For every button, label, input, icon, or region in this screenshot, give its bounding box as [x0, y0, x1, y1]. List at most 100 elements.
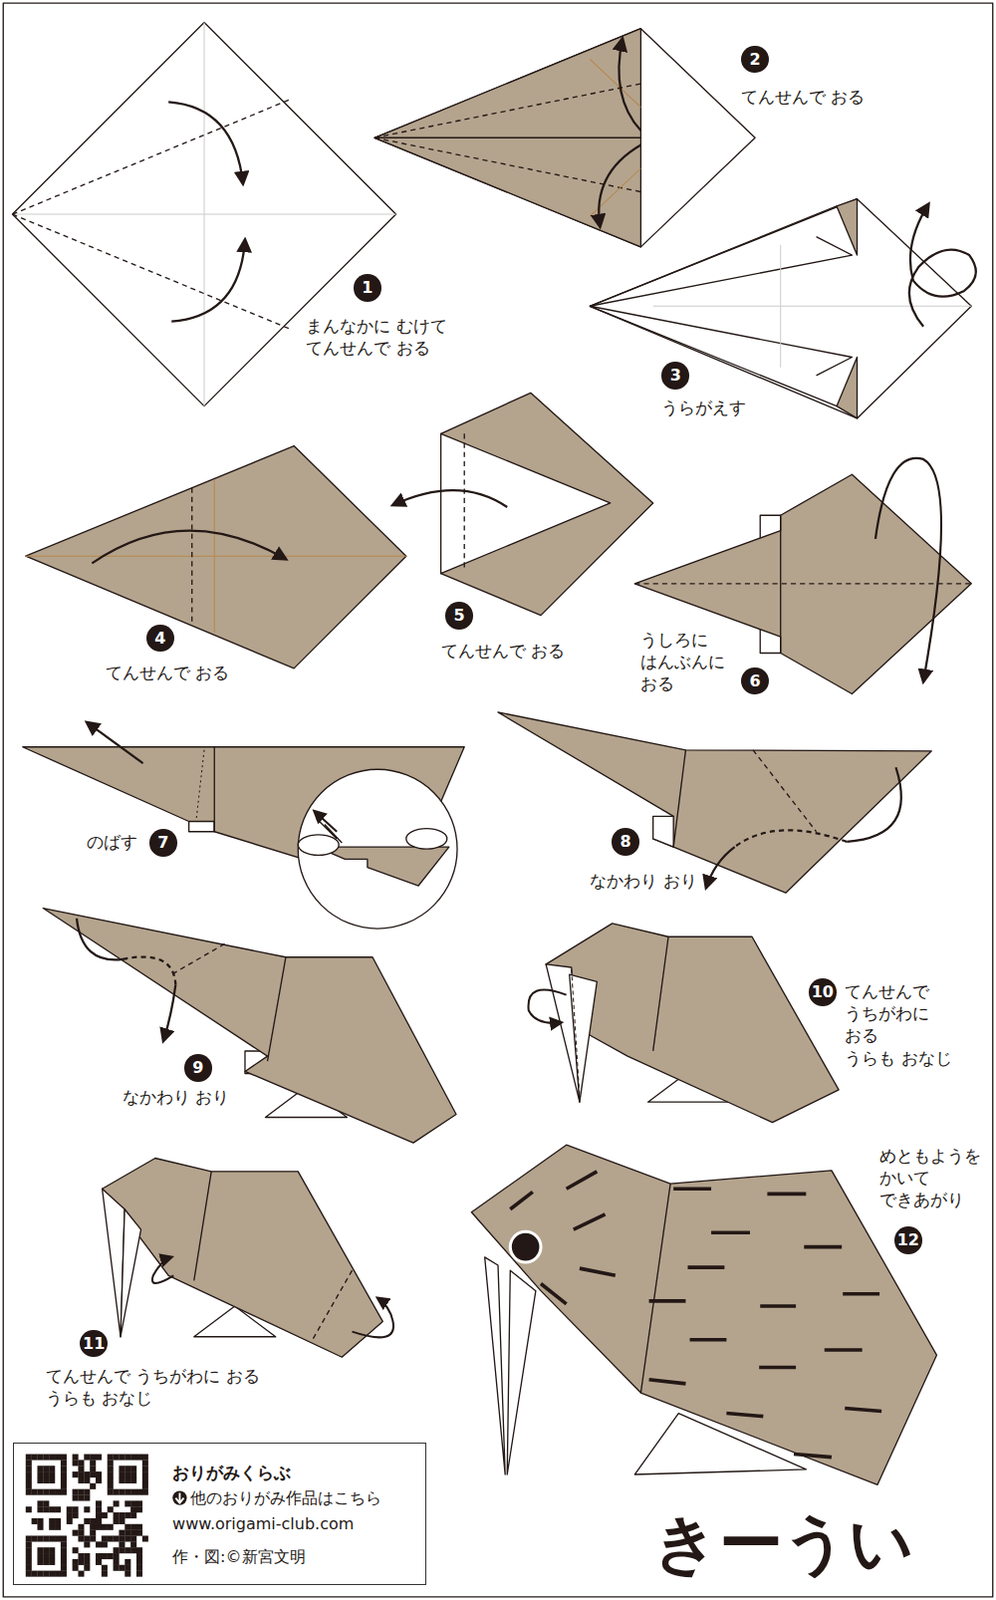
qr-cell: [113, 1499, 120, 1506]
qr-cell: [142, 1459, 149, 1466]
qr-cell: [124, 1465, 131, 1472]
qr-cell: [72, 1529, 79, 1536]
qr-cell: [83, 1494, 90, 1501]
qr-cell: [95, 1471, 102, 1478]
qr-cell: [25, 1465, 32, 1472]
qr-cell: [142, 1534, 149, 1541]
qr-cell: [130, 1523, 137, 1530]
qr-cell: [48, 1552, 55, 1559]
qr-cell: [60, 1546, 67, 1553]
qr-cell: [77, 1489, 84, 1495]
qr-cell: [118, 1489, 125, 1495]
qr-cell: [60, 1534, 67, 1541]
qr-cell: [130, 1454, 137, 1461]
qr-cell: [60, 1564, 67, 1571]
qr-cell: [124, 1454, 131, 1461]
qr-cell: [48, 1534, 55, 1541]
qr-cell: [95, 1477, 102, 1484]
qr-cell: [72, 1505, 79, 1512]
qr-cell: [66, 1517, 73, 1524]
qr-cell: [130, 1477, 137, 1484]
callout-number: 12: [894, 1226, 923, 1254]
qr-cell: [95, 1540, 102, 1547]
qr-cell: [54, 1505, 61, 1512]
qr-cell: [113, 1546, 120, 1553]
qr-cell: [136, 1454, 143, 1461]
qr-cell: [101, 1540, 108, 1547]
step12-figure: [471, 1144, 937, 1485]
qr-cell: [118, 1529, 125, 1536]
callout-number: 4: [146, 624, 175, 653]
qr-cell: [124, 1523, 131, 1530]
qr-cell: [66, 1511, 73, 1518]
qr-cell: [83, 1454, 90, 1461]
qr-cell: [95, 1511, 102, 1518]
qr-cell: [42, 1471, 49, 1478]
qr-cell: [54, 1523, 61, 1530]
qr-cell: [36, 1454, 43, 1461]
qr-cell: [48, 1558, 55, 1565]
qr-cell: [130, 1465, 137, 1472]
qr-cell: [60, 1459, 67, 1466]
qr-cell: [36, 1489, 43, 1495]
qr-cell: [142, 1465, 149, 1472]
callout-number: 10: [808, 978, 837, 1006]
qr-cell: [142, 1489, 149, 1495]
qr-cell: [42, 1477, 49, 1484]
fur-mark: [540, 1282, 567, 1303]
qr-cell: [130, 1505, 137, 1512]
qr-cell: [42, 1558, 49, 1565]
fur-mark: [649, 1379, 687, 1384]
qr-cell: [113, 1534, 120, 1541]
qr-cell: [48, 1489, 55, 1495]
step-instruction: まんなかに むけて てんせんで おる: [305, 314, 475, 359]
qr-cell: [95, 1523, 102, 1530]
qr-cell: [107, 1489, 114, 1495]
down-arrow-icon: [172, 1490, 187, 1504]
fur-mark: [711, 1230, 750, 1235]
step-instruction: うらも おなじ: [45, 1386, 153, 1409]
qr-cell: [48, 1465, 55, 1472]
qr-cell: [36, 1505, 43, 1512]
qr-cell: [124, 1546, 131, 1553]
qr-cell: [130, 1546, 137, 1553]
fur-mark: [566, 1171, 598, 1189]
qr-cell: [107, 1465, 114, 1472]
step-instruction: うらがえす: [661, 396, 747, 419]
step-instruction: てんせんで おる: [105, 661, 230, 684]
qr-cell: [25, 1570, 32, 1577]
qr-cell: [77, 1558, 84, 1565]
qr-cell: [118, 1517, 125, 1524]
credit-text: おりがみくらぶ: [172, 1461, 291, 1485]
qr-cell: [77, 1523, 84, 1530]
qr-cell: [54, 1570, 61, 1577]
qr-cell: [101, 1552, 108, 1559]
qr-cell: [48, 1546, 55, 1553]
qr-cell: [42, 1505, 49, 1512]
fur-mark: [673, 1186, 712, 1191]
callout-number: 5: [445, 601, 474, 630]
qr-cell: [60, 1465, 67, 1472]
qr-cell: [95, 1552, 102, 1559]
qr-cell: [107, 1552, 114, 1559]
qr-cell: [60, 1471, 67, 1478]
fur-mark: [803, 1245, 842, 1249]
qr-cell: [118, 1534, 125, 1541]
qr-cell: [136, 1546, 143, 1553]
qr-cell: [77, 1529, 84, 1536]
qr-cell: [48, 1454, 55, 1461]
qr-cell: [124, 1534, 131, 1541]
qr-cell: [25, 1489, 32, 1495]
qr-cell: [95, 1499, 102, 1506]
fur-mark: [759, 1303, 796, 1308]
qr-cell: [77, 1552, 84, 1559]
qr-cell: [107, 1483, 114, 1490]
step-instruction: のばす: [86, 830, 138, 853]
qr-cell: [124, 1471, 131, 1478]
qr-cell: [142, 1477, 149, 1484]
qr-cell: [42, 1454, 49, 1461]
qr-cell: [25, 1546, 32, 1553]
qr-cell: [60, 1489, 67, 1495]
qr-cell: [124, 1570, 131, 1577]
